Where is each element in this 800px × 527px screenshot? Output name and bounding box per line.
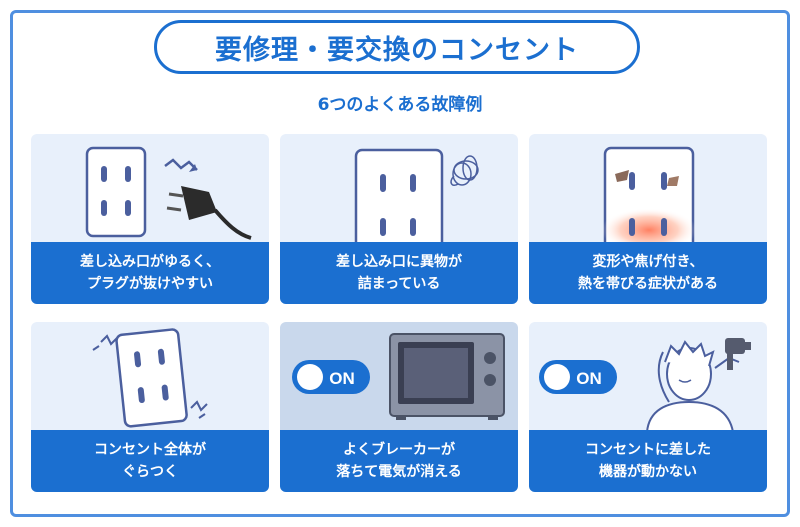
card-label-line1: 変形や焦げ付き、 [592, 254, 704, 270]
card-art [280, 134, 518, 244]
card-art [529, 134, 767, 244]
page-subtitle: 6つのよくある故障例 [317, 95, 483, 115]
card-breaker-trip: ON よくブレーカーが 落ちて電気が消える [280, 322, 518, 492]
card-label-line2: 機器が動かない [599, 464, 697, 480]
card-wobbly-outlet: コンセント全体が ぐらつく [31, 322, 269, 492]
card-art [31, 322, 269, 432]
card-label-line1: コンセント全体が [94, 442, 206, 458]
card-label-line1: 差し込み口に異物が [336, 254, 462, 270]
card-scorched-outlet: 変形や焦げ付き、 熱を帯びる症状がある [529, 134, 767, 304]
card-label: 差し込み口に異物が 詰まっている [280, 242, 518, 304]
scorched-outlet-icon [601, 146, 697, 244]
switch-on-label: ON [576, 369, 602, 388]
loose-outlet-with-plug-icon [85, 146, 252, 240]
card-label-line2: 詰まっている [357, 276, 441, 292]
title-pill: 要修理・要交換のコンセント [154, 20, 640, 74]
person-with-hair-dryer-icon: ON [539, 338, 751, 432]
wobbly-outlet-icon [92, 328, 208, 428]
card-label-line2: ぐらつく [122, 464, 178, 480]
card-label: 変形や焦げ付き、 熱を帯びる症状がある [529, 242, 767, 304]
microwave-on-switch-icon: ON [292, 333, 505, 420]
page-title: 要修理・要交換のコンセント [215, 34, 579, 66]
card-art [31, 134, 269, 244]
card-label-line2: プラグが抜けやすい [87, 276, 213, 292]
card-label: コンセント全体が ぐらつく [31, 430, 269, 492]
card-label: コンセントに差した 機器が動かない [529, 430, 767, 492]
card-label-line2: 落ちて電気が消える [336, 464, 462, 480]
card-label: よくブレーカーが 落ちて電気が消える [280, 430, 518, 492]
card-device-not-working: ON コンセントに差した 機器が動かない [529, 322, 767, 492]
card-label: 差し込み口がゆるく、 プラグが抜けやすい [31, 242, 269, 304]
card-debris-outlet: 差し込み口に異物が 詰まっている [280, 134, 518, 304]
card-art: ON [280, 322, 518, 432]
card-loose-outlet: 差し込み口がゆるく、 プラグが抜けやすい [31, 134, 269, 304]
card-label-line1: 差し込み口がゆるく、 [80, 254, 220, 270]
outlet-with-tangled-debris-icon [354, 148, 479, 244]
card-label-line2: 熱を帯びる症状がある [578, 276, 718, 292]
card-art: ON [529, 322, 767, 432]
card-label-line1: コンセントに差した [585, 442, 711, 458]
card-label-line1: よくブレーカーが [343, 442, 455, 458]
switch-on-label: ON [329, 369, 355, 388]
